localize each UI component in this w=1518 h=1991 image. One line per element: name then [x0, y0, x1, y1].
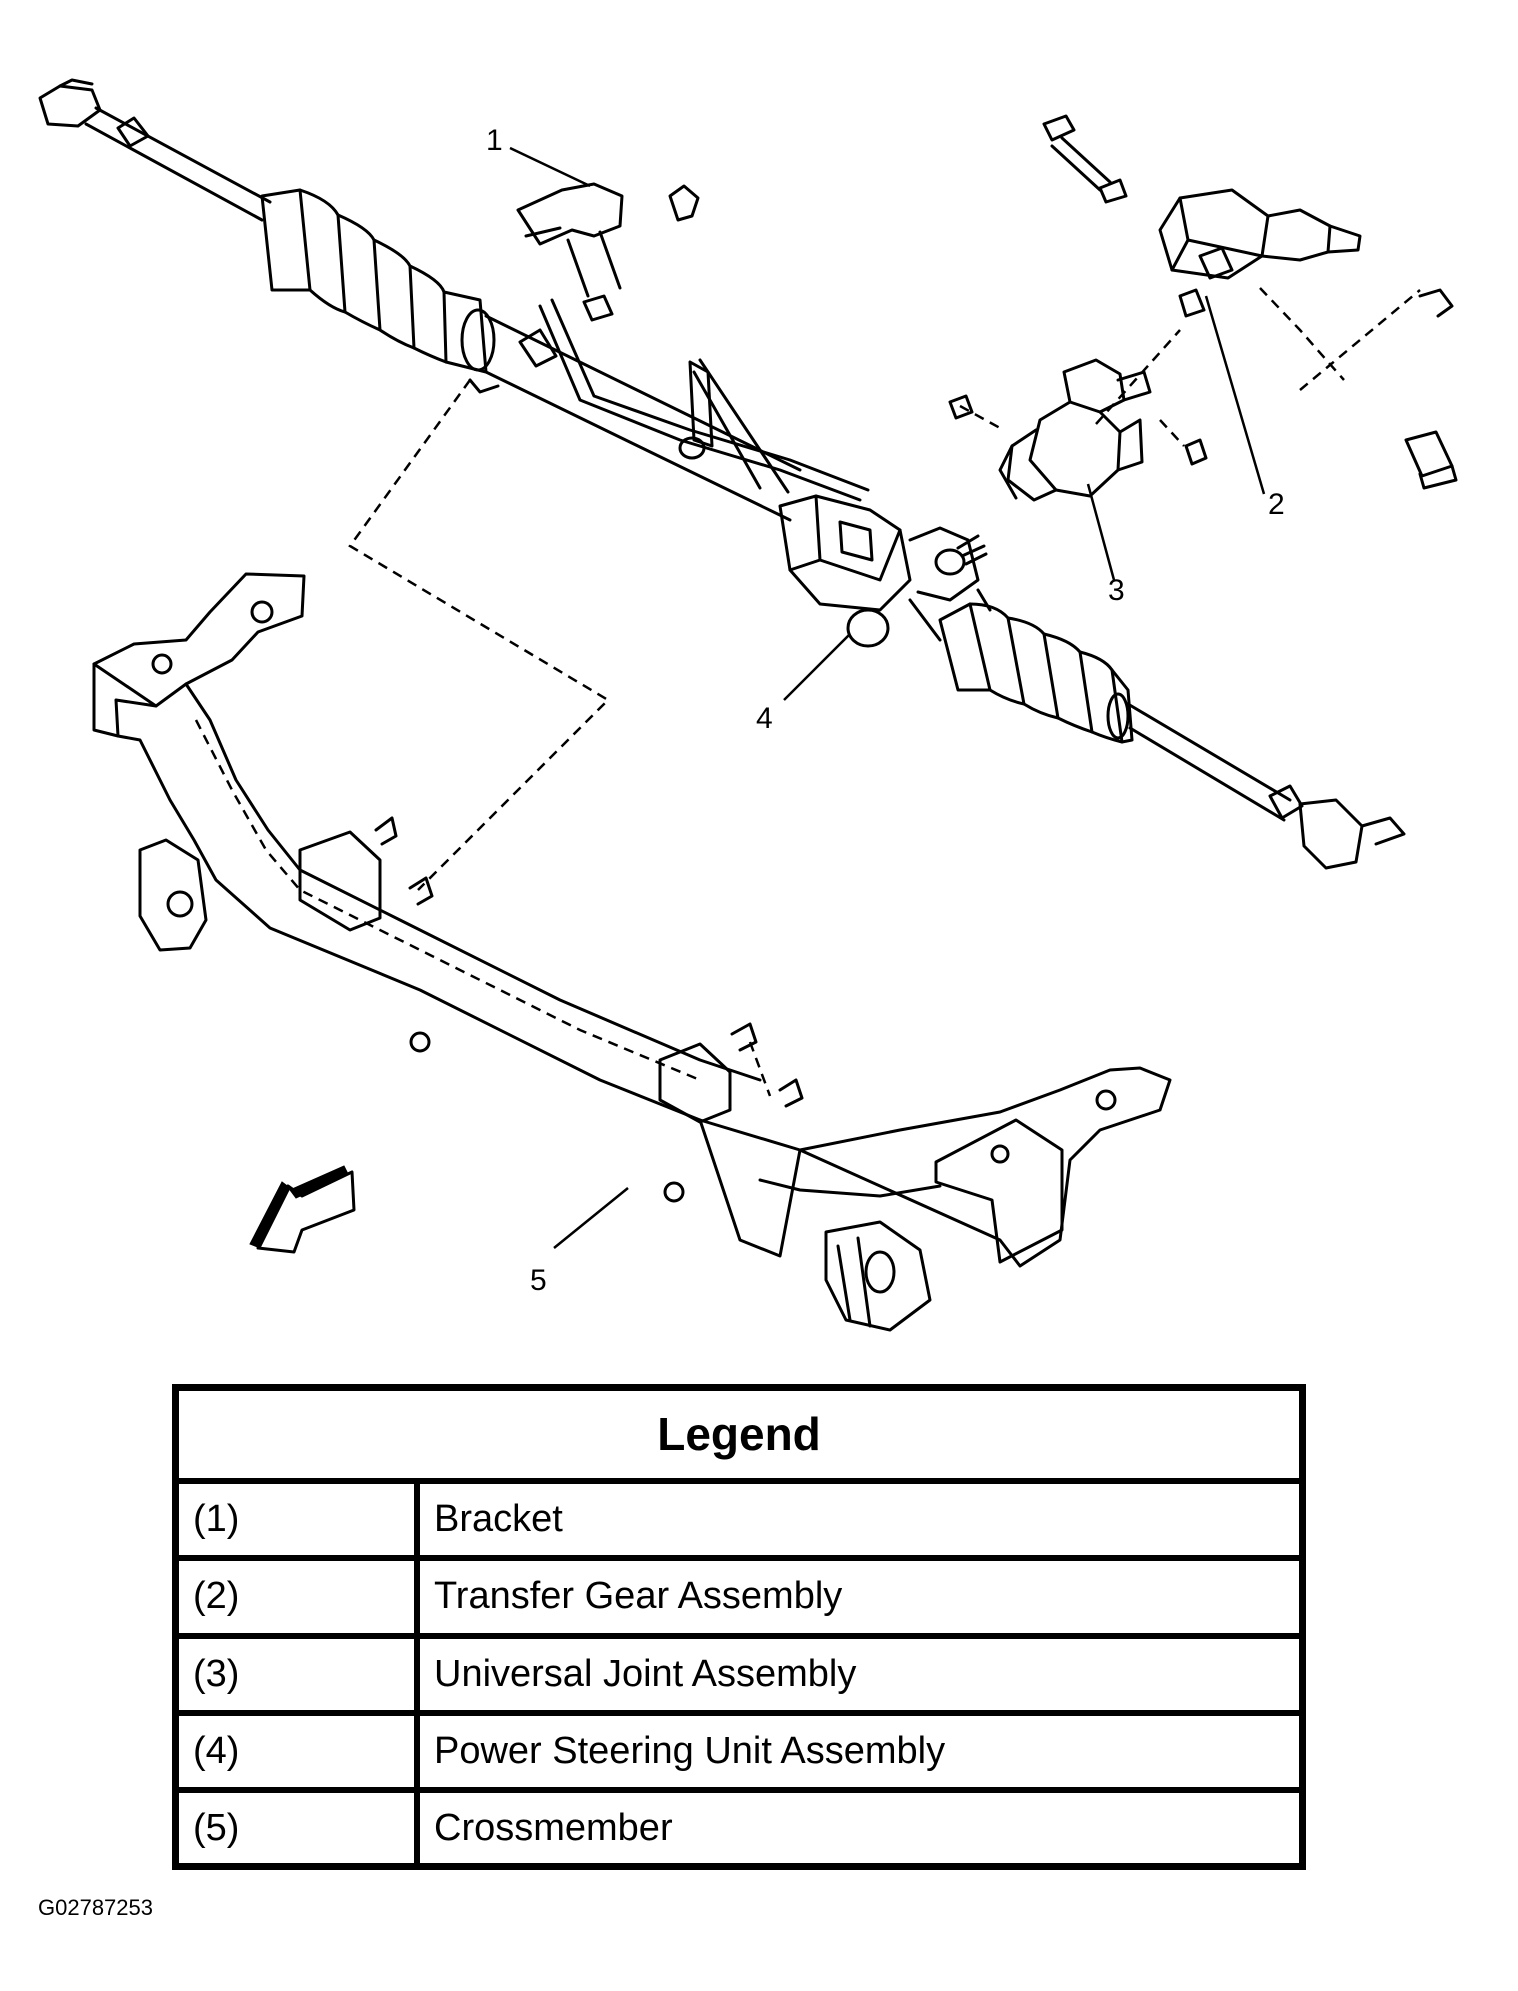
- table-row: (4) Power Steering Unit Assembly: [179, 1709, 1299, 1794]
- callout-1: 1: [486, 124, 503, 157]
- legend-key: (5): [179, 1787, 420, 1863]
- alignment-lines: [348, 287, 1421, 1097]
- table-row: (2) Transfer Gear Assembly: [179, 1555, 1299, 1639]
- leader-lines: [509, 146, 1266, 1249]
- callout-3: 3: [1108, 574, 1125, 607]
- legend-label: Crossmember: [414, 1787, 1299, 1863]
- front-direction-arrow: [249, 1165, 356, 1254]
- figure-id: G02787253: [38, 1895, 153, 1920]
- bracket-drawing: [516, 182, 700, 322]
- table-row: (1) Bracket: [179, 1477, 1299, 1562]
- table-row: (3) Universal Joint Assembly: [179, 1632, 1299, 1717]
- table-row: (5) Crossmember: [179, 1787, 1299, 1863]
- callout-2: 2: [1268, 488, 1285, 521]
- legend-key: (2): [179, 1555, 420, 1639]
- transfer-gear-drawing: [1042, 114, 1458, 490]
- crossmember-drawing: [92, 572, 1172, 1332]
- legend-key: (4): [179, 1709, 420, 1794]
- power-steering-unit-drawing: [38, 78, 1406, 870]
- legend-table: Legend (1) Bracket (2) Transfer Gear Ass…: [172, 1384, 1306, 1870]
- callout-5: 5: [530, 1264, 547, 1297]
- legend-key: (3): [179, 1632, 420, 1717]
- universal-joint-drawing: [948, 358, 1208, 502]
- legend-title: Legend: [179, 1391, 1299, 1484]
- legend-header-row: Legend: [179, 1391, 1299, 1484]
- legend-label: Transfer Gear Assembly: [414, 1555, 1299, 1639]
- callout-4: 4: [756, 702, 773, 735]
- legend-label: Power Steering Unit Assembly: [414, 1709, 1299, 1794]
- legend-label: Bracket: [414, 1477, 1299, 1562]
- legend-key: (1): [179, 1477, 420, 1562]
- steering-rack-exploded-diagram: 1 2 3 4 5: [38, 78, 1458, 1332]
- legend-label: Universal Joint Assembly: [414, 1632, 1299, 1717]
